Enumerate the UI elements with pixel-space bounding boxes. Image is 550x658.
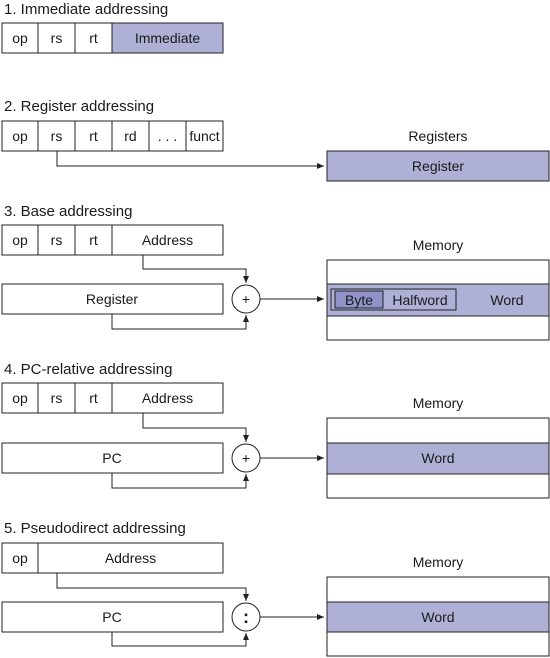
field-rt: rt (89, 232, 98, 248)
field-rs-box (37, 382, 76, 414)
field-rt-box (74, 224, 113, 256)
field-address-box (111, 224, 224, 256)
field-rt: rt (89, 30, 98, 46)
address-to-concat-arrow (56, 573, 249, 601)
field-rs: rs (51, 232, 63, 248)
byte-label: Byte (345, 292, 373, 308)
field-address: Address (142, 390, 193, 406)
field-op: op (12, 390, 28, 406)
pc-relative-instruction-format: op rs rt Address (1, 382, 224, 414)
field-op-box (1, 22, 39, 54)
base-register-box (1, 283, 224, 315)
pc-label: PC (102, 450, 121, 466)
field-rs: rs (51, 128, 63, 144)
pc-label: PC (102, 609, 121, 625)
field-address: Address (142, 232, 193, 248)
field-rt-box (74, 120, 113, 152)
field-op-box (1, 224, 39, 256)
field-ellipsis: . . . (158, 128, 177, 144)
register-instruction-format: op rs rt rd . . . funct (1, 120, 224, 152)
field-immediate: Immediate (135, 30, 201, 46)
pseudodirect-title: 5. Pseudodirect addressing (4, 520, 186, 537)
field-rs-box (37, 22, 76, 54)
field-rs-box (37, 224, 76, 256)
pseudodirect-memory-block: Word (326, 576, 550, 657)
base-memory-block: Byte Halfword Word (326, 259, 550, 341)
halfword-label: Halfword (392, 292, 447, 308)
field-rt-box (74, 382, 113, 414)
pseudodirect-addressing-section: 5. Pseudodirect addressing op Address PC… (1, 520, 550, 657)
field-rs-box (37, 120, 76, 152)
base-instruction-format: op rs rt Address (1, 224, 224, 256)
field-op: op (12, 128, 28, 144)
memory-label: Memory (413, 554, 464, 570)
word-label: Word (421, 450, 454, 466)
field-rt: rt (89, 128, 98, 144)
byte-box (334, 290, 384, 309)
field-address: Address (105, 550, 156, 566)
pc-relative-addressing-section: 4. PC-relative addressing op rs rt Addre… (1, 361, 550, 499)
halfword-box (330, 288, 457, 311)
field-rt-box (74, 22, 113, 54)
field-op: op (12, 30, 28, 46)
word-label: Word (421, 609, 454, 625)
field-funct-box (185, 120, 224, 152)
field-rs: rs (51, 390, 63, 406)
pc-to-adder-arrow (111, 473, 249, 489)
field-rt: rt (89, 390, 98, 406)
memory-selected-row (326, 442, 550, 475)
address-to-adder-arrow (142, 255, 249, 283)
immediate-addressing-section: 1. Immediate addressing op rs rt Immedia… (1, 1, 224, 54)
pc-relative-title: 4. PC-relative addressing (4, 361, 172, 378)
field-funct: funct (189, 128, 219, 144)
register-to-adder-arrow (111, 314, 249, 330)
adder-operator: + (242, 291, 250, 307)
pseudodirect-instruction-format: op Address (1, 542, 224, 574)
pc-relative-memory-block: Word (326, 417, 550, 499)
field-rd-box (111, 120, 150, 152)
field-op: op (12, 232, 28, 248)
memory-label: Memory (413, 395, 464, 411)
base-title: 3. Base addressing (4, 203, 132, 220)
field-op-box (1, 542, 39, 574)
field-rd: rd (124, 128, 136, 144)
registers-label: Registers (408, 128, 467, 144)
word-label: Word (490, 292, 523, 308)
field-shamt-box (148, 120, 187, 152)
pc-box (1, 601, 224, 633)
adder-operator: + (242, 450, 250, 466)
base-register-label: Register (86, 291, 138, 307)
immediate-title: 1. Immediate addressing (4, 1, 168, 18)
pc-box (1, 442, 224, 474)
base-addressing-section: 3. Base addressing op rs rt Address Regi… (1, 203, 550, 341)
field-address-box (111, 382, 224, 414)
field-op-box (1, 120, 39, 152)
register-title: 2. Register addressing (4, 98, 154, 115)
pc-to-concat-arrow (111, 632, 249, 647)
field-op: op (12, 550, 28, 566)
register-cell-label: Register (412, 158, 464, 174)
immediate-instruction-format: op rs rt Immediate (1, 22, 224, 54)
concat-operator: : (243, 607, 249, 627)
register-cell (326, 150, 550, 182)
register-addressing-section: 2. Register addressing op rs rt rd . . .… (1, 98, 550, 182)
address-to-adder-arrow (142, 413, 249, 442)
field-immediate-box (111, 22, 224, 54)
memory-label: Memory (413, 237, 464, 253)
rs-to-register-arrow (56, 151, 324, 169)
memory-selected-row (326, 601, 550, 633)
field-rs: rs (51, 30, 63, 46)
field-address-box (37, 542, 224, 574)
